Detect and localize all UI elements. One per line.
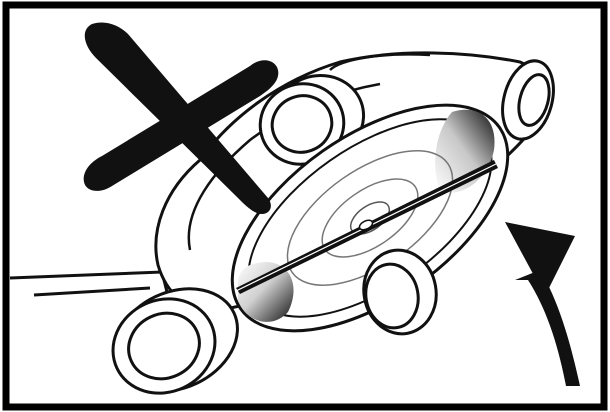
warning-illustration (0, 0, 610, 412)
